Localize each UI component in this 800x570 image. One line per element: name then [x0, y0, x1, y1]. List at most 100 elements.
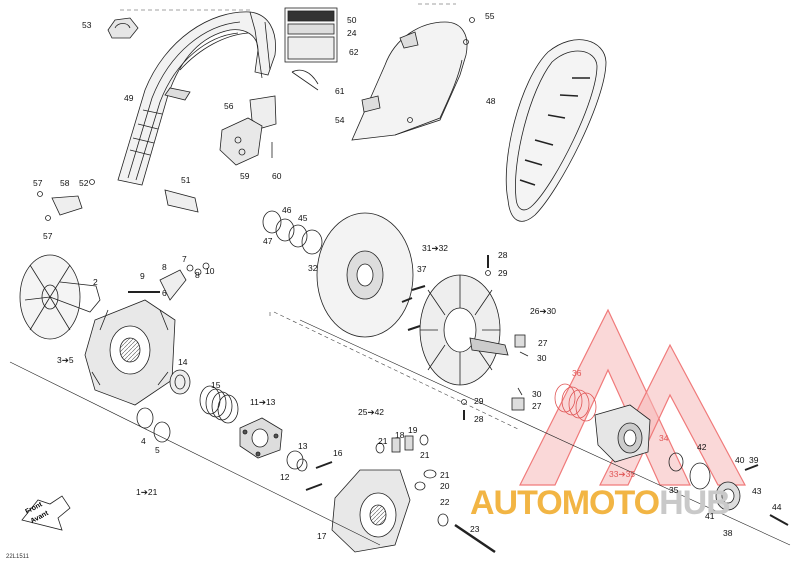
callout-46: 46	[282, 205, 292, 215]
sheave-31	[316, 212, 414, 338]
nut-38	[715, 481, 741, 511]
callout-36: 36	[572, 368, 582, 378]
callout-23: 23	[470, 524, 480, 534]
callout-3-5: 3➔5	[57, 355, 74, 365]
ring-47	[262, 210, 282, 234]
watermark-text-part2: HUB	[659, 484, 731, 522]
callout-14: 14	[178, 357, 188, 367]
callout-18: 18	[395, 430, 405, 440]
callout-52: 52	[79, 178, 89, 188]
callout-55: 55	[485, 11, 495, 21]
callout-58: 58	[60, 178, 70, 188]
callout-34: 34	[659, 433, 669, 443]
callout-27a: 27	[538, 338, 548, 348]
callout-7: 7	[182, 254, 187, 264]
cover-11	[239, 417, 283, 459]
callout-57b: 57	[43, 231, 53, 241]
watermark-logo	[519, 308, 747, 486]
spider-housing-3	[84, 299, 176, 406]
callout-32: 32	[308, 263, 318, 273]
callout-54: 54	[335, 115, 345, 125]
outer-cover-54	[351, 17, 475, 141]
callout-44: 44	[772, 502, 782, 512]
pin-61	[291, 69, 319, 91]
washer-42	[689, 462, 711, 490]
belt-guard-49	[117, 11, 276, 186]
callout-13: 13	[298, 441, 308, 451]
callout-38: 38	[723, 528, 733, 538]
callout-30a: 30	[537, 353, 547, 363]
callout-28a: 28	[498, 250, 508, 260]
callout-15: 15	[211, 380, 221, 390]
pulley-17	[331, 469, 411, 553]
washer-22	[437, 513, 449, 527]
callout-47: 47	[263, 236, 273, 246]
callout-11-13: 11➔13	[250, 397, 276, 407]
callout-30b: 30	[532, 389, 542, 399]
callout-20: 20	[440, 481, 450, 491]
driven-sheave-26	[419, 274, 509, 386]
callout-57a: 57	[33, 178, 43, 188]
bracket-58	[51, 195, 83, 216]
callout-25-42: 25➔42	[358, 407, 385, 417]
ring-45	[288, 224, 308, 248]
ring-32	[301, 229, 323, 255]
callout-61: 61	[335, 86, 345, 96]
front-arrow-icon	[21, 495, 71, 531]
callout-29b: 29	[474, 396, 484, 406]
callout-39: 39	[749, 455, 759, 465]
callout-49: 49	[124, 93, 134, 103]
callout-40: 40	[735, 455, 745, 465]
callout-10: 10	[205, 266, 215, 276]
washer-35	[668, 452, 684, 472]
callout-31-32: 31➔32	[422, 243, 449, 253]
callout-9: 9	[140, 271, 145, 281]
ring-4	[136, 407, 154, 429]
callout-5: 5	[155, 445, 160, 455]
callout-48: 48	[486, 96, 496, 106]
watermark-text-part1: AUTOMOTO	[470, 484, 660, 522]
callout-21b: 21	[420, 450, 430, 460]
drive-belt-48	[505, 39, 607, 222]
callout-2: 2	[93, 277, 98, 287]
callout-35: 35	[669, 485, 679, 495]
callout-62: 62	[349, 47, 359, 57]
washer-13	[296, 458, 308, 472]
callout-27b: 27	[532, 401, 542, 411]
bolts-16	[315, 461, 333, 469]
callout-42: 42	[697, 442, 707, 452]
callout-22: 22	[440, 497, 450, 507]
clip-53	[107, 17, 139, 39]
reference-code: 22L1511	[6, 554, 29, 560]
callout-26-30: 26➔30	[530, 306, 557, 316]
callout-12: 12	[280, 472, 290, 482]
callout-8b: 8	[195, 270, 200, 280]
callout-29a: 29	[498, 268, 508, 278]
callout-16: 16	[333, 448, 343, 458]
ring-46	[275, 218, 295, 242]
callout-17: 17	[317, 531, 327, 541]
callout-50: 50	[347, 15, 357, 25]
callout-1-21: 1➔21	[136, 487, 158, 497]
callout-43: 43	[752, 486, 762, 496]
callout-37: 37	[417, 264, 427, 274]
callout-8a: 8	[162, 262, 167, 272]
callout-4: 4	[141, 436, 146, 446]
bushing-14	[169, 369, 191, 395]
bracket-56	[249, 95, 277, 129]
cam-assembly-33	[594, 404, 651, 463]
callout-51: 51	[181, 175, 191, 185]
callout-41: 41	[705, 511, 715, 521]
fixed-sheave-2	[19, 254, 101, 340]
bracket-51	[164, 189, 199, 213]
lever-6	[159, 269, 187, 301]
watermark-text: AUTOMOTOHUB	[470, 484, 731, 523]
callout-33-35: 33➔35	[609, 469, 636, 479]
callout-19: 19	[408, 425, 418, 435]
callout-60: 60	[272, 171, 282, 181]
washer-12	[286, 450, 304, 470]
callout-45: 45	[298, 213, 308, 223]
ring-5	[153, 421, 171, 443]
